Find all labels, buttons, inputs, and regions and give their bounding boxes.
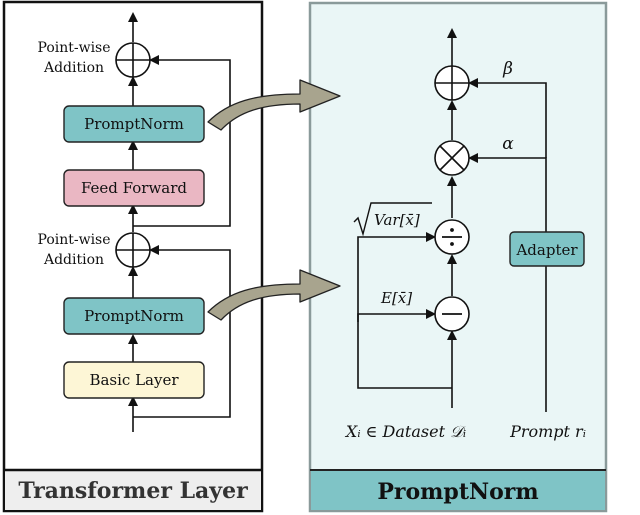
prompt-label: Prompt rᵢ	[509, 422, 586, 441]
variance-label: Var[x̄]	[374, 211, 420, 229]
addition-label-bottom-line1: Point-wise	[37, 232, 110, 248]
left-panel-title-bar	[5, 470, 261, 510]
feed-forward-label: Feed Forward	[81, 179, 187, 197]
addition-label-top-line1: Point-wise	[37, 40, 110, 56]
right-panel-title-bar	[311, 470, 605, 510]
zoom-arrow-bottom	[207, 269, 341, 321]
prompt-norm-label-bottom: PromptNorm	[84, 307, 184, 325]
basic-layer-block	[63, 361, 205, 399]
basic-layer-label: Basic Layer	[89, 371, 179, 389]
beta-label: β	[502, 59, 513, 79]
residual-bottom	[133, 245, 231, 418]
adapter-block	[509, 231, 585, 267]
addition-label-top-line2: Addition	[43, 60, 104, 76]
right-panel: PromptNorm	[308, 1, 608, 513]
zoom-arrow-top	[207, 79, 341, 131]
prompt-norm-block-bottom	[63, 297, 205, 335]
alpha-label: α	[502, 134, 514, 154]
sqrt-symbol	[353, 202, 432, 237]
prompt-norm-block-top	[63, 105, 205, 143]
mean-label: E[x̄]	[380, 289, 412, 307]
multiply-node	[434, 140, 470, 176]
adapter-label: Adapter	[515, 241, 578, 259]
adapter-to-beta-wire	[468, 78, 547, 158]
divide-node	[434, 219, 470, 255]
addition-node-bottom	[115, 232, 151, 268]
left-panel-title: Transformer Layer	[18, 478, 248, 504]
left-panel: Transformer Layer Basic Layer PromptNorm…	[2, 0, 264, 513]
variance-branch	[357, 232, 436, 322]
feed-forward-block	[63, 169, 205, 207]
addition-node-top	[115, 42, 151, 78]
subtract-node	[434, 296, 470, 332]
addition-label-bottom-line2: Addition	[43, 252, 104, 268]
residual-top	[133, 55, 231, 227]
input-label: Xᵢ ∈ Dataset 𝒟ᵢ	[344, 422, 466, 441]
right-panel-title: PromptNorm	[377, 479, 538, 505]
add-node	[434, 65, 470, 101]
prompt-norm-label-top: PromptNorm	[84, 115, 184, 133]
mean-branch	[357, 309, 452, 389]
